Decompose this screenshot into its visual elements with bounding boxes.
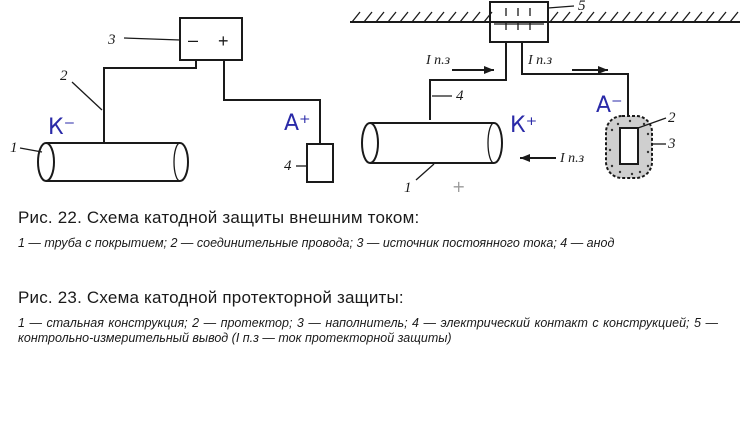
test-terminal-dashes [494, 8, 544, 30]
label-1-pipe: 1 [10, 140, 18, 156]
plus-terminal-label: + [218, 31, 229, 51]
label-5-terminal: 5 [578, 0, 586, 14]
current-arrowhead-bottom [520, 154, 530, 162]
label-3-filler: 3 [667, 136, 676, 152]
filler-stipple [608, 119, 650, 176]
minus-terminal-label: – [188, 30, 198, 50]
leader-line-5 [547, 5, 575, 9]
current-label-left: I п.з [425, 53, 451, 68]
label-3-source: 3 [107, 32, 116, 48]
leader-line-1-structure [415, 163, 435, 181]
steel-structure-pipe [361, 122, 503, 164]
figure-23-schematic: 5 I п.з I п.з 4 1 К⁺ + I п.з [350, 0, 740, 196]
cathodic-protection-diagram: – + 3 2 1 К⁻ 4 А⁺ [10, 0, 740, 196]
wire-to-structure [429, 42, 507, 120]
current-label-bottom: I п.з [559, 151, 585, 166]
label-4-contact: 4 [456, 88, 464, 104]
current-arrowhead-right [598, 66, 608, 74]
leader-line-1 [19, 147, 43, 153]
figure-23-caption-legend: 1 — стальная конструкция; 2 — протектор;… [18, 316, 718, 345]
coated-pipe [37, 142, 189, 182]
pencil-plus-mark: + [452, 177, 465, 196]
handwritten-cathode-mark: К⁻ [48, 115, 75, 140]
leader-line-2-protector [637, 117, 667, 129]
current-label-right: I п.з [527, 53, 553, 68]
label-2-protector: 2 [668, 110, 676, 126]
figure-22-caption-legend: 1 — труба с покрытием; 2 — соединительны… [18, 236, 615, 250]
handwritten-cathode-mark-23: К⁺ [510, 113, 537, 138]
current-arrowhead-left [484, 66, 494, 74]
test-terminal-box [489, 1, 549, 43]
figure-22-schematic: – + 3 2 1 К⁻ 4 А⁺ [10, 17, 334, 183]
label-2-wire: 2 [60, 68, 68, 84]
leader-line-3 [123, 37, 181, 41]
figure-23-caption-title: Рис. 23. Схема катодной протекторной защ… [18, 288, 404, 307]
label-1-structure: 1 [404, 180, 412, 196]
handwritten-anode-mark-23: А⁻ [596, 93, 623, 118]
wire-to-anode [223, 60, 321, 144]
label-4-anode: 4 [284, 158, 292, 174]
anode-block [306, 143, 334, 183]
handwritten-anode-mark: А⁺ [284, 111, 311, 136]
wire-to-protector [521, 42, 629, 118]
wire-to-pipe [103, 60, 197, 144]
protector-anode [619, 127, 639, 165]
ground-hatching [351, 11, 739, 23]
figure-22-caption-title: Рис. 22. Схема катодной защиты внешним т… [18, 208, 420, 227]
dc-source-box [179, 17, 243, 61]
leader-line-2 [71, 81, 103, 111]
